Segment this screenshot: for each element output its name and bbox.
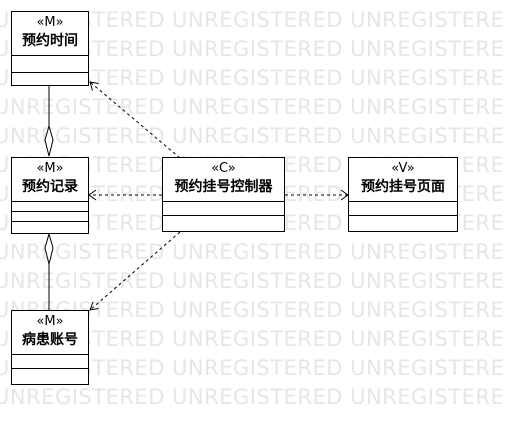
dependency-arrowhead-time [89, 81, 99, 91]
stereotype-label: «M» [36, 314, 64, 329]
dependency-arrowhead-record [88, 189, 97, 201]
attributes-compartment [163, 202, 284, 216]
class-registration-page[interactable]: «V» 预约挂号页面 [348, 157, 458, 232]
dependency-arrowhead-account [89, 301, 99, 311]
class-header: «M» 病患账号 [12, 311, 88, 355]
operations-compartment [12, 369, 88, 384]
stereotype-label: «M» [36, 161, 64, 176]
attributes-compartment [12, 355, 88, 369]
operations-compartment [163, 216, 284, 231]
class-name: 预约挂号控制器 [174, 179, 273, 195]
stereotype-label: «M» [36, 15, 64, 30]
class-header: «M» 预约记录 [12, 158, 88, 202]
stereotype-label: «C» [211, 161, 236, 176]
class-registration-controller[interactable]: «C» 预约挂号控制器 [162, 157, 285, 232]
dependency-line-controller-to-time [89, 81, 181, 159]
aggregation-diamond-bottom [44, 232, 54, 265]
class-name: 病患账号 [22, 332, 78, 348]
operations-compartment [12, 73, 88, 85]
stereotype-label: «V» [391, 161, 415, 176]
class-name: 预约挂号页面 [361, 179, 445, 195]
class-header: «C» 预约挂号控制器 [163, 158, 284, 202]
operations-compartment [349, 216, 457, 231]
extra-compartment [12, 222, 88, 233]
class-name: 预约记录 [22, 179, 78, 195]
class-header: «M» 预约时间 [12, 12, 88, 56]
class-appointment-time[interactable]: «M» 预约时间 [11, 11, 89, 86]
attributes-compartment [12, 56, 88, 73]
class-patient-account[interactable]: «M» 病患账号 [11, 310, 89, 385]
attributes-compartment [12, 202, 88, 212]
operations-compartment [12, 212, 88, 222]
aggregation-diamond-top [44, 124, 54, 157]
class-name: 预约时间 [22, 33, 78, 49]
attributes-compartment [349, 202, 457, 216]
class-header: «V» 预约挂号页面 [349, 158, 457, 202]
dependency-line-controller-to-account [89, 231, 181, 311]
class-appointment-record[interactable]: «M» 预约记录 [11, 157, 89, 234]
